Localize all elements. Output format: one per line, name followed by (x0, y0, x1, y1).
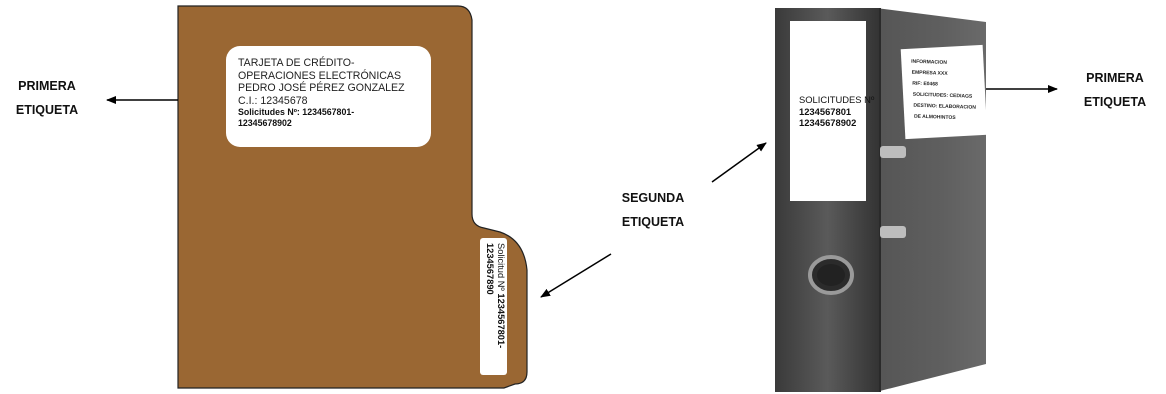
cover-line-5: DESTINO: ELABORACION (913, 102, 976, 111)
card-line-6: 12345678902 (238, 117, 292, 128)
cover-line-3: RIF: E0468 (912, 80, 938, 88)
folder-front-label: TARJETA DE CRÉDITO- OPERACIONES ELECTRÓN… (226, 46, 431, 147)
cover-line-6: DE ALMOHINTOS (913, 113, 956, 122)
spine-line-1: SOLICITUDES Nº (799, 94, 875, 105)
card-line-2: OPERACIONES ELECTRÓNICAS (238, 69, 402, 82)
card-line-5: Solicitudes Nº: 1234567801- (238, 107, 355, 118)
spine-line-3: 12345678902 (799, 117, 857, 128)
callout-left-line-1: PRIMERA (18, 79, 76, 93)
cover-line-1: INFORMACION (911, 58, 948, 66)
cover-line-2: EMPRESA XXX (911, 69, 948, 77)
binder-spine-label: SOLICITUDES Nº 1234567801 12345678902 (790, 21, 874, 201)
tab-label-text: Solicitud Nº 1234567801-1234567890 (484, 243, 506, 375)
folder-tab-label: Solicitud Nº 1234567801-1234567890 (480, 238, 507, 375)
callout-middle-line-2: ETIQUETA (621, 215, 685, 229)
card-line-1: TARJETA DE CRÉDITO- (238, 57, 355, 69)
callout-right-primera: PRIMERA ETIQUETA (1070, 66, 1160, 114)
tab-label-prefix: Solicitud Nº (496, 243, 506, 294)
arrow-to-spine (711, 142, 767, 183)
callout-middle-line-1: SEGUNDA (621, 191, 685, 205)
cover-line-4: SOLICITUDES: CEDIAGS (912, 91, 973, 100)
binder-cover-label: INFORMACION EMPRESA XXX RIF: E0468 SOLIC… (900, 44, 988, 140)
callout-right-line-2: ETIQUETA (1083, 95, 1147, 109)
callout-right-line-1: PRIMERA (1086, 71, 1144, 85)
card-line-4: C.I.: 12345678 (238, 94, 308, 107)
callout-middle-segunda: SEGUNDA ETIQUETA (610, 186, 696, 234)
arrow-to-tab (540, 253, 612, 298)
callout-left-primera: PRIMERA ETIQUETA (3, 74, 91, 122)
spine-line-2: 1234567801 (799, 106, 852, 117)
callout-left-line-2: ETIQUETA (15, 103, 79, 117)
card-line-3: PEDRO JOSÉ PÉREZ GONZALEZ (238, 82, 405, 95)
